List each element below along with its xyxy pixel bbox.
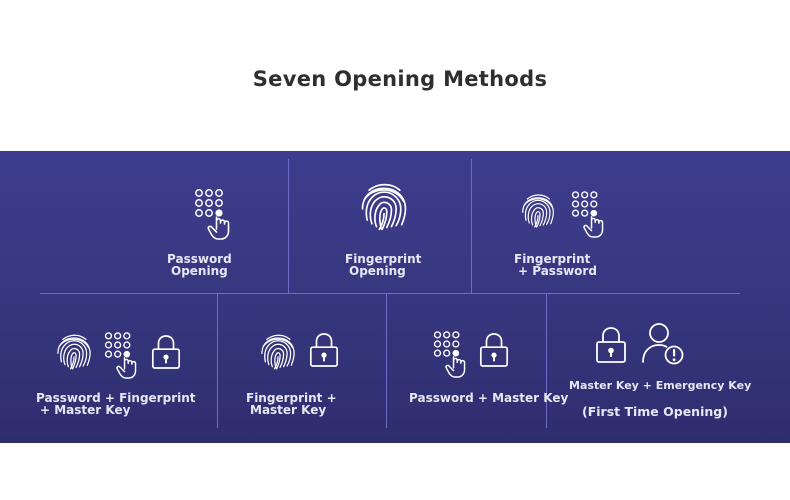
divider: [217, 294, 218, 428]
fingerprint-icon: [518, 191, 558, 231]
page-title: Seven Opening Methods: [252, 67, 548, 91]
method-label: Fingerprint Opening: [345, 252, 422, 278]
user-alert-icon: [641, 321, 685, 365]
divider: [288, 159, 289, 293]
divider: [40, 293, 740, 294]
padlock-icon: [594, 325, 628, 365]
padlock-icon: [150, 333, 182, 371]
keypad-touch-icon: [570, 189, 614, 241]
divider: [546, 294, 547, 428]
divider: [471, 159, 472, 293]
divider: [386, 294, 387, 428]
method-label: Fingerprint + Master Key: [246, 391, 337, 417]
padlock-icon: [478, 331, 510, 369]
method-label: Password + Master Key: [409, 391, 569, 405]
method-label: Password + Fingerprint + Master Key: [36, 391, 196, 417]
keypad-touch-icon: [432, 329, 476, 381]
keypad-touch-icon: [193, 187, 241, 243]
method-label: Fingerprint + Password: [514, 252, 597, 278]
fingerprint-icon: [257, 331, 299, 373]
methods-panel: Password Opening Fingerprint Opening Fin…: [0, 151, 790, 443]
fingerprint-icon: [356, 179, 412, 235]
fingerprint-icon: [53, 331, 95, 373]
keypad-touch-icon: [103, 330, 147, 382]
padlock-icon: [308, 331, 340, 369]
method-note: (First Time Opening): [582, 404, 728, 419]
method-label: Master Key + Emergency Key: [569, 379, 752, 392]
method-label: Password Opening: [167, 252, 232, 278]
